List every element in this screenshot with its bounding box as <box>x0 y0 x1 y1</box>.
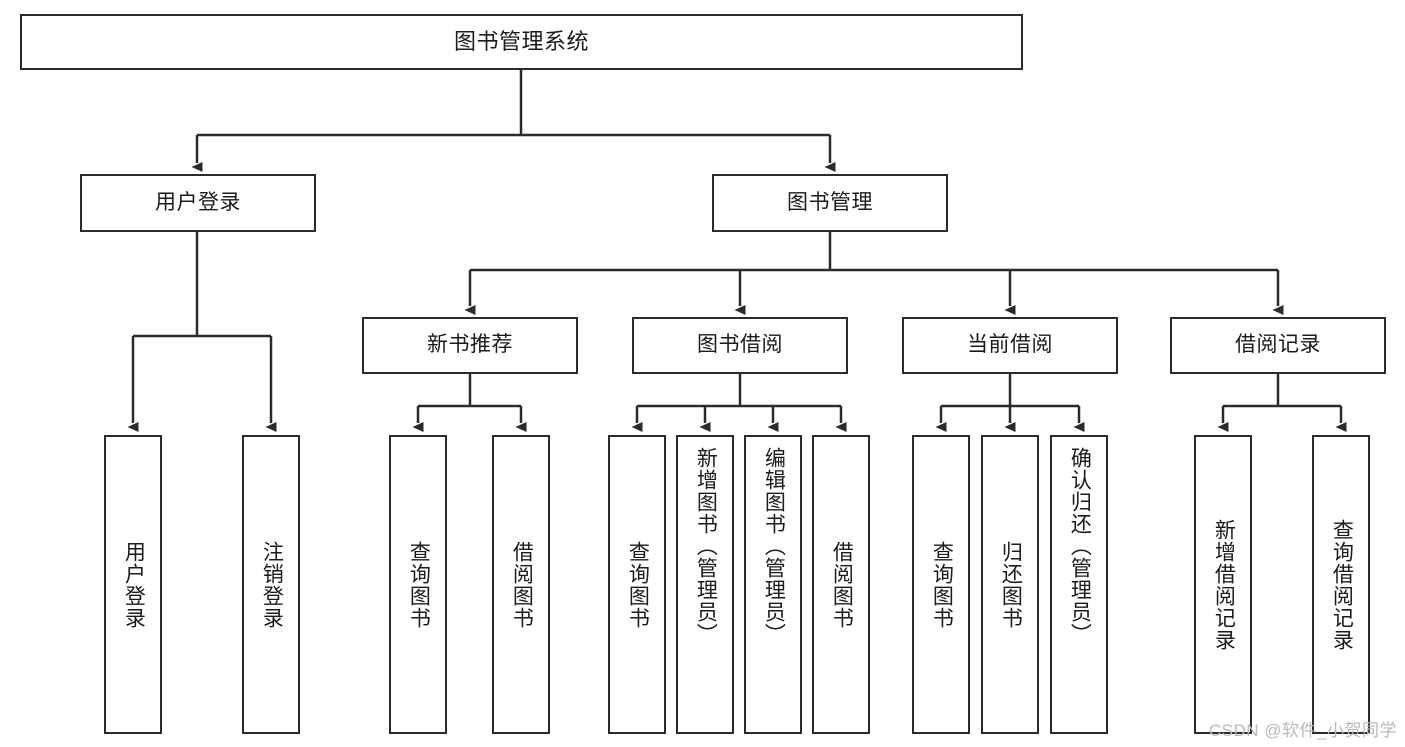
node-leaf-user-logout[interactable]: 注销登录 <box>242 435 300 734</box>
node-label: 注销登录 <box>260 540 284 629</box>
node-label: 归还图书 <box>999 540 1023 629</box>
node-label: 新增图书（管理员） <box>694 447 718 645</box>
node-leaf-query-book-borrow[interactable]: 查询图书 <box>608 435 666 734</box>
node-label: 编辑图书（管理员） <box>762 447 786 645</box>
node-user-login-group[interactable]: 用户登录 <box>80 174 316 232</box>
node-label: 借阅记录 <box>1235 333 1321 357</box>
node-leaf-user-login[interactable]: 用户登录 <box>104 435 162 734</box>
node-leaf-add-borrow-record[interactable]: 新增借阅记录 <box>1194 435 1252 734</box>
node-root-system[interactable]: 图书管理系统 <box>20 14 1023 70</box>
node-label: 图书管理系统 <box>453 29 589 55</box>
node-label: 查询图书 <box>930 540 954 629</box>
node-leaf-confirm-return-admin[interactable]: 确认归还（管理员） <box>1050 435 1108 734</box>
node-label: 新书推荐 <box>427 333 513 357</box>
node-leaf-borrow-book-recommend[interactable]: 借阅图书 <box>492 435 550 734</box>
node-leaf-query-borrow-record[interactable]: 查询借阅记录 <box>1312 435 1370 734</box>
node-leaf-query-book-current[interactable]: 查询图书 <box>912 435 970 734</box>
node-book-borrow[interactable]: 图书借阅 <box>632 317 848 374</box>
node-label: 用户登录 <box>155 190 241 214</box>
node-leaf-borrow-book[interactable]: 借阅图书 <box>812 435 870 734</box>
node-label: 确认归还（管理员） <box>1068 447 1092 645</box>
node-label: 查询图书 <box>407 540 431 629</box>
node-label: 用户登录 <box>122 540 146 629</box>
watermark-text: CSDN @软件_小贺同学 <box>1208 721 1397 740</box>
node-label: 查询图书 <box>626 540 650 629</box>
node-book-management-group[interactable]: 图书管理 <box>712 174 948 232</box>
node-new-book-recommend[interactable]: 新书推荐 <box>362 317 578 374</box>
node-leaf-return-book[interactable]: 归还图书 <box>981 435 1039 734</box>
node-label: 借阅图书 <box>830 540 854 629</box>
node-leaf-edit-book-admin[interactable]: 编辑图书（管理员） <box>744 435 802 734</box>
node-label: 图书管理 <box>787 190 873 214</box>
node-label: 当前借阅 <box>967 333 1053 357</box>
node-label: 查询借阅记录 <box>1330 518 1354 651</box>
node-borrow-record[interactable]: 借阅记录 <box>1170 317 1386 374</box>
node-label: 新增借阅记录 <box>1212 518 1236 651</box>
node-label: 借阅图书 <box>510 540 534 629</box>
node-label: 图书借阅 <box>697 333 783 357</box>
node-leaf-query-book-recommend[interactable]: 查询图书 <box>389 435 447 734</box>
node-current-borrow[interactable]: 当前借阅 <box>902 317 1118 374</box>
node-leaf-add-book-admin[interactable]: 新增图书（管理员） <box>676 435 734 734</box>
